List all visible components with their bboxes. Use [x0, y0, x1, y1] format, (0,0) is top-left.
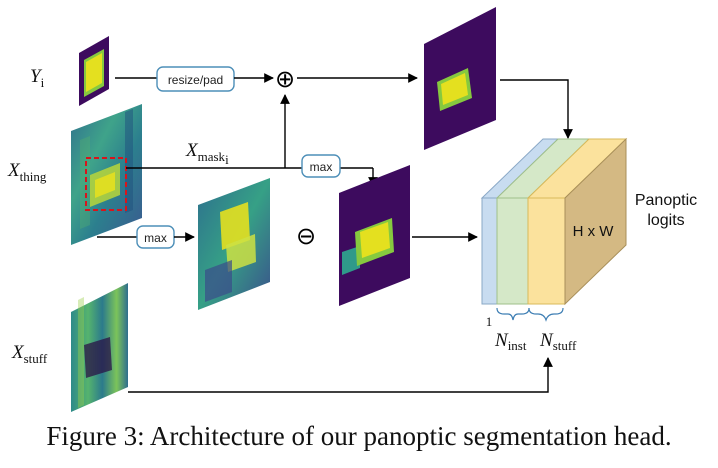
resize-pad-label: resize/pad — [168, 73, 223, 87]
logits-side-face — [564, 137, 627, 306]
x-stuff-feature-map — [71, 283, 128, 412]
inst-brace — [496, 307, 530, 321]
resize-pad-box — [156, 66, 235, 92]
stuff-brace — [528, 307, 564, 322]
x-mask-label: Xmaski — [185, 140, 229, 167]
y-i-feature-map — [79, 36, 109, 106]
panoptic-logits-block — [480, 137, 628, 306]
max-top-label: max — [310, 160, 333, 174]
n-stuff-label: Nstuff — [539, 330, 577, 353]
n-inst-label: Ninst — [494, 330, 527, 353]
panoptic-title-line2: logits — [647, 212, 684, 229]
plus-operator: ⊕ — [275, 65, 295, 93]
y-i-label: Yi — [30, 66, 45, 90]
x-thing-feature-map — [71, 104, 142, 245]
slab-stuff-front — [527, 197, 566, 305]
x-stuff-label: Xstuff — [11, 342, 48, 366]
slab-inst-front — [496, 197, 529, 305]
x-mask-crop-box — [85, 157, 127, 211]
panoptic-title-line1: Panoptic — [635, 192, 697, 209]
max-left-label: max — [144, 231, 167, 245]
slab-1-front — [481, 197, 498, 305]
max-top-box — [301, 154, 341, 178]
hw-label: H x W — [573, 223, 615, 240]
stuff-to-logits-arrow — [128, 357, 553, 393]
minus-operator: ⊖ — [296, 222, 316, 250]
one-label: 1 — [486, 314, 493, 329]
top-output-to-logits-arrow — [500, 79, 573, 139]
top-output-feature-map — [424, 7, 496, 150]
masked-feature-map — [339, 165, 410, 306]
x-thing-label: Xthing — [7, 160, 47, 184]
figure-caption: Figure 3: Architecture of our panoptic s… — [46, 421, 672, 451]
maxed-feature-map — [198, 178, 270, 310]
